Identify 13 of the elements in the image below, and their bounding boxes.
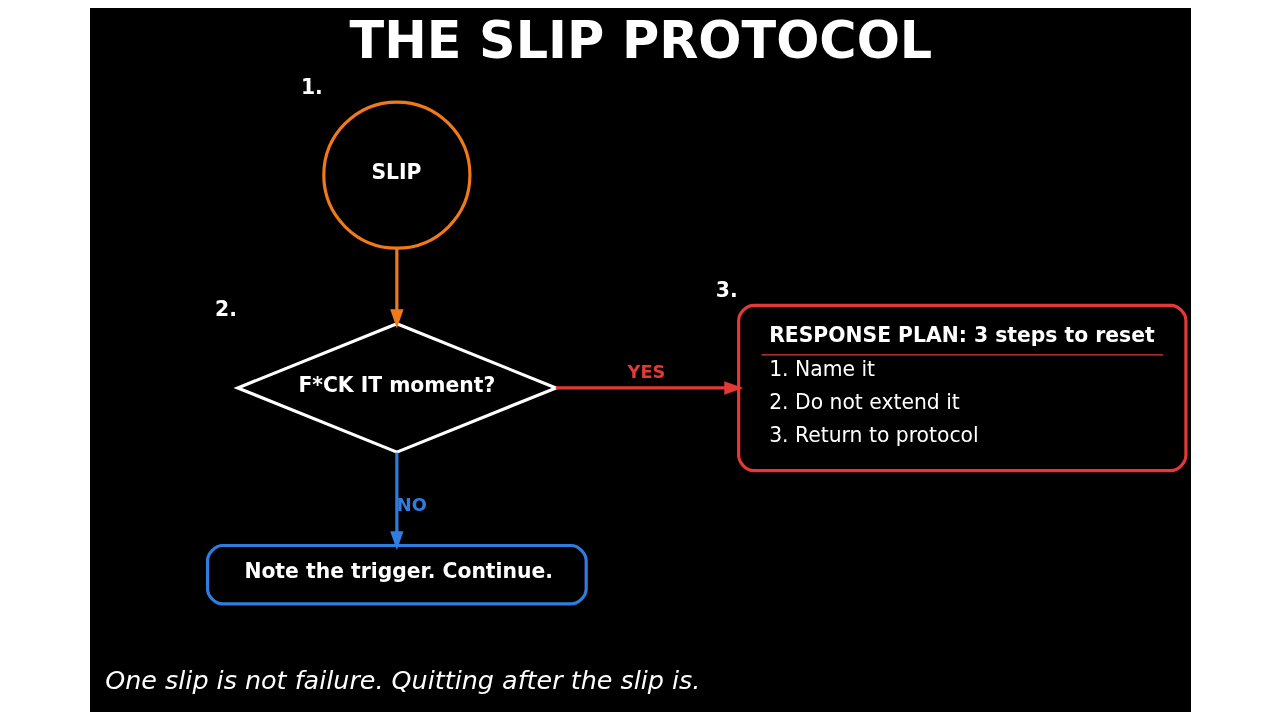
node-label: 3. [715, 278, 738, 303]
node-label: 1. [300, 75, 323, 100]
diagram-title: THE SLIP PROTOCOL [349, 10, 932, 70]
edge-label: YES [627, 361, 665, 383]
edge-label: NO [396, 494, 427, 516]
caption: One slip is not failure. Quitting after the slip is. [104, 665, 700, 696]
arrow [389, 248, 404, 329]
node-circle: SLIP [321, 100, 471, 250]
node-label: 2. [214, 296, 237, 321]
node-box: RESPONSE PLAN: 3 steps to reset 1. Name it 2. Do not extend it 3. Return to protocol [736, 303, 1187, 473]
node-box: Note the trigger. Continue. [205, 543, 588, 606]
arrow [389, 452, 404, 551]
arrow [555, 381, 743, 395]
